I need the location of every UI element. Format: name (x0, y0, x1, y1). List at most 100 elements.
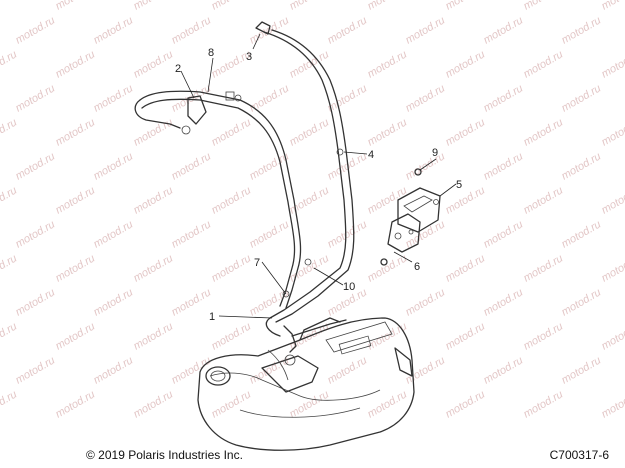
watermark-text: motod.ru (54, 116, 98, 148)
watermark-text: motod.ru (0, 48, 19, 80)
watermark-text: motod.ru (54, 388, 98, 420)
watermark-text: motod.ru (560, 354, 604, 386)
canister-assembly (380, 168, 441, 266)
watermark-text: motod.ru (326, 14, 370, 46)
watermark-text: motod.ru (92, 150, 136, 182)
watermark-text: motod.ru (0, 388, 19, 420)
watermark-text: motod.ru (92, 82, 136, 114)
watermark-text: motod.ru (14, 150, 58, 182)
callout-3: 3 (246, 51, 252, 63)
watermark-text: motod.ru (600, 320, 625, 352)
watermark-text: motod.ru (210, 116, 254, 148)
watermark-text: motod.ru (170, 354, 214, 386)
watermark-text: motod.ru (404, 82, 448, 114)
watermark-text: motod.ru (482, 218, 526, 250)
watermark-text: motod.ru (0, 116, 19, 148)
watermark-text: motod.ru (288, 0, 332, 13)
callout-7: 7 (254, 257, 260, 269)
watermark-text: motod.ru (560, 218, 604, 250)
watermark-text: motod.ru (366, 0, 410, 13)
diagram-code: C700317-6 (549, 448, 609, 462)
watermark-text: motod.ru (444, 0, 488, 13)
watermark-text: motod.ru (366, 184, 410, 216)
watermark-text: motod.ru (0, 252, 19, 284)
watermark-text: motod.ru (92, 14, 136, 46)
callout-1: 1 (209, 311, 215, 323)
watermark-text: motod.ru (444, 388, 488, 420)
watermark-text: motod.ru (482, 354, 526, 386)
callout-2: 2 (175, 63, 181, 75)
watermark-text: motod.ru (366, 252, 410, 284)
watermark-text: motod.ru (482, 150, 526, 182)
watermark-text: motod.ru (14, 286, 58, 318)
watermark-text: motod.ru (404, 286, 448, 318)
watermark-text: motod.ru (288, 48, 332, 80)
watermark-text: motod.ru (560, 82, 604, 114)
watermark-text: motod.ru (248, 82, 292, 114)
watermark-text: motod.ru (54, 320, 98, 352)
watermark-text: motod.ru (170, 286, 214, 318)
watermark-text: motod.ru (326, 218, 370, 250)
watermark-text: motod.ru (522, 116, 566, 148)
watermark-text: motod.ru (14, 218, 58, 250)
watermark-text: motod.ru (210, 252, 254, 284)
vent-hose-assembly (134, 21, 355, 353)
leader-lines (180, 33, 457, 319)
watermark-text: motod.ru (54, 0, 98, 13)
watermark-text: motod.ru (170, 14, 214, 46)
support-rod (291, 319, 347, 337)
watermark-text: motod.ru (482, 82, 526, 114)
watermark-text: motod.ru (170, 150, 214, 182)
watermark-text: motod.ru (366, 116, 410, 148)
watermark-text: motod.ru (522, 388, 566, 420)
watermark-text: motod.ru (326, 150, 370, 182)
watermark-text: motod.ru (560, 150, 604, 182)
watermark-text: motod.ru (560, 14, 604, 46)
watermark-text: motod.ru (170, 218, 214, 250)
watermark-text: motod.ru (444, 252, 488, 284)
watermark-text: motod.ru (54, 48, 98, 80)
watermark-text: motod.ru (444, 116, 488, 148)
callout-9: 9 (432, 147, 438, 159)
watermark-text: motod.ru (522, 184, 566, 216)
watermark-text: motod.ru (560, 286, 604, 318)
callouts: 1 2 3 4 5 6 7 8 9 10 (175, 47, 462, 323)
watermark-text: motod.ru (92, 354, 136, 386)
watermark-text: motod.ru (0, 320, 19, 352)
watermark-text: motod.ru (404, 218, 448, 250)
watermark-text: motod.ru (92, 286, 136, 318)
watermark-text: motod.ru (0, 184, 19, 216)
watermark-text: motod.ru (600, 116, 625, 148)
watermark-text: motod.ru (366, 48, 410, 80)
watermark-text: motod.ru (522, 320, 566, 352)
watermark-text: motod.ru (132, 0, 176, 13)
watermark-text: motod.ru (170, 82, 214, 114)
callout-6: 6 (414, 261, 420, 273)
watermark-text: motod.ru (404, 14, 448, 46)
watermark-text: motod.ru (210, 320, 254, 352)
watermark-text: motod.ru (132, 48, 176, 80)
watermark-text: motod.ru (600, 252, 625, 284)
watermark-text: motod.ru (54, 252, 98, 284)
fuel-tank (197, 317, 415, 451)
callout-8: 8 (208, 47, 214, 59)
watermark-text: motod.ru (522, 0, 566, 13)
watermark-text: motod.ru (600, 48, 625, 80)
watermark-text: motod.ru (600, 184, 625, 216)
watermark-text: motod.ru (210, 388, 254, 420)
callout-5: 5 (456, 179, 462, 191)
watermark-text: motod.ru (248, 218, 292, 250)
callout-10: 10 (343, 281, 355, 293)
watermark-text: motod.ru (444, 320, 488, 352)
callout-4: 4 (368, 149, 374, 161)
watermark-text: motod.ru (132, 320, 176, 352)
watermark-text: motod.ru (132, 388, 176, 420)
watermark-text: motod.ru (0, 0, 19, 13)
watermark-text: motod.ru (92, 218, 136, 250)
watermark-text: motod.ru (210, 184, 254, 216)
watermark-text: motod.ru (522, 48, 566, 80)
watermark-text: motod.ru (14, 354, 58, 386)
watermark-text: motod.ru (522, 252, 566, 284)
